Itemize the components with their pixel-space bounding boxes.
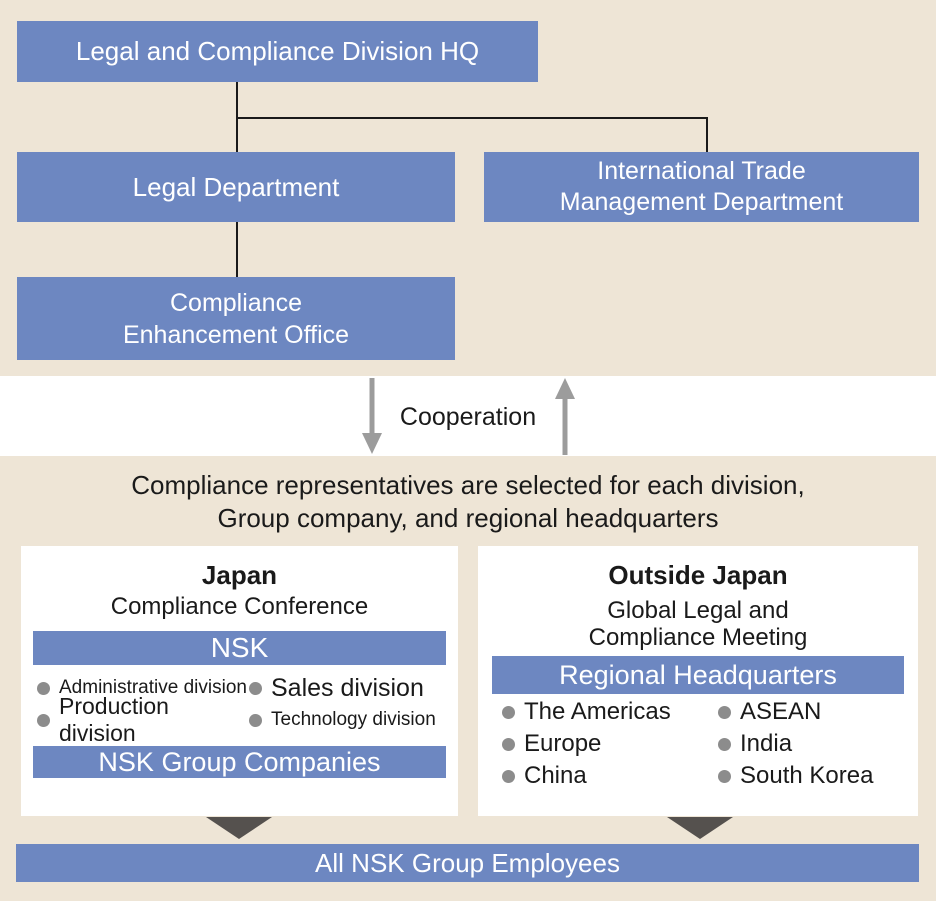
japan-panel-title: Japan <box>201 560 278 590</box>
selection-note-line2: Group company, and regional headquarters <box>217 503 719 533</box>
bullet-label: Sales division <box>271 673 424 702</box>
bullet-dot-icon <box>718 705 731 719</box>
bullet-label: ASEAN <box>740 698 822 725</box>
triangle-down-icon <box>206 817 272 839</box>
all-nsk-group-employees-label: All NSK Group Employees <box>315 847 620 878</box>
outside-bullet-list: The Americas ASEAN Europe India China So… <box>502 696 907 792</box>
outside-japan-panel-title: Outside Japan <box>608 560 788 590</box>
list-item: The Americas <box>502 696 718 728</box>
bullet-dot-icon <box>502 705 515 719</box>
selection-note: Compliance representatives are selected … <box>0 469 936 535</box>
bullet-dot-icon <box>249 713 262 727</box>
connector-line <box>236 222 238 277</box>
list-item: China <box>502 760 718 792</box>
arrow-down-icon <box>362 378 382 454</box>
nsk-group-companies-bar: NSK Group Companies <box>33 746 446 778</box>
bullet-dot-icon <box>37 681 50 695</box>
connector-line <box>706 118 708 152</box>
triangle-down-icon <box>667 817 733 839</box>
bullet-label: Administrative division <box>59 677 247 698</box>
connector-line <box>236 117 708 119</box>
list-item: Europe <box>502 728 718 760</box>
org-box-compliance-enhancement-office: Compliance Enhancement Office <box>17 277 455 360</box>
list-item: Administrative division <box>37 672 249 704</box>
all-nsk-group-employees-bar: All NSK Group Employees <box>16 844 919 882</box>
japan-panel-subtitle: Compliance Conference <box>110 593 369 620</box>
org-box-enhancement-line2: Enhancement Office <box>122 320 350 349</box>
list-item: Sales division <box>249 672 447 704</box>
list-item: India <box>718 728 907 760</box>
connector-line <box>236 82 238 118</box>
org-box-hq: Legal and Compliance Division HQ <box>17 21 538 82</box>
cooperation-band <box>0 376 936 456</box>
org-box-enhancement-line1: Compliance <box>169 288 302 317</box>
list-item: Production division <box>37 693 249 746</box>
bullet-dot-icon <box>37 713 50 727</box>
org-box-legal-department: Legal Department <box>17 152 455 222</box>
bullet-dot-icon <box>718 737 731 751</box>
japan-bullet-list: Administrative division Sales division P… <box>37 672 447 746</box>
selection-note-line1: Compliance representatives are selected … <box>131 470 805 500</box>
connector-line <box>236 118 238 152</box>
nsk-bar-label: NSK <box>210 632 269 663</box>
org-box-international-line1: International Trade <box>597 157 806 185</box>
org-box-hq-label: Legal and Compliance Division HQ <box>75 36 480 66</box>
regional-headquarters-label: Regional Headquarters <box>559 659 837 690</box>
bullet-label: Technology division <box>271 709 436 730</box>
bullet-label: South Korea <box>740 762 874 789</box>
outside-japan-panel-subtitle: Global Legal and Compliance Meeting <box>478 597 918 651</box>
cooperation-label: Cooperation <box>399 403 537 431</box>
bullet-label: Production division <box>59 693 169 746</box>
bullet-label: Europe <box>524 730 602 757</box>
nsk-bar: NSK <box>33 631 446 665</box>
outside-japan-panel: Outside Japan Global Legal and Complianc… <box>478 546 918 816</box>
bullet-dot-icon <box>718 769 731 783</box>
japan-panel: Japan Compliance Conference NSK Administ… <box>21 546 458 816</box>
bullet-dot-icon <box>502 769 515 783</box>
list-item: ASEAN <box>718 696 907 728</box>
bullet-label: India <box>740 730 793 757</box>
list-item: South Korea <box>718 760 907 792</box>
org-box-international-trade: International Trade Management Departmen… <box>484 152 919 222</box>
org-box-legal-label: Legal Department <box>132 171 340 202</box>
arrow-up-icon <box>555 378 575 455</box>
bullet-label: The Americas <box>524 698 671 725</box>
org-box-international-line2: Management Department <box>559 188 844 216</box>
regional-headquarters-bar: Regional Headquarters <box>492 656 904 694</box>
bullet-dot-icon <box>502 737 515 751</box>
nsk-group-companies-label: NSK Group Companies <box>98 746 381 777</box>
bullet-dot-icon <box>249 681 262 695</box>
list-item: Technology division <box>249 704 447 736</box>
bullet-label: China <box>524 762 587 789</box>
outside-subtitle-line2: Compliance Meeting <box>588 624 808 651</box>
outside-subtitle-line1: Global Legal and <box>607 597 789 624</box>
